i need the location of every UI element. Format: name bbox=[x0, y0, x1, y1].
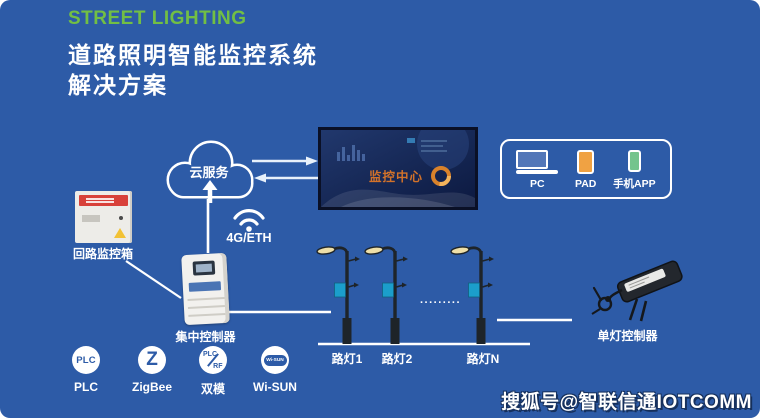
cloud-service: 云服务 bbox=[155, 136, 265, 210]
dual-mode-rf-text: RF bbox=[213, 362, 223, 370]
lamp-sign bbox=[382, 282, 394, 298]
lamp-controller-icon bbox=[591, 260, 683, 322]
title-chinese-line2: 解决方案 bbox=[68, 72, 168, 98]
monitoring-center-label: 监控中心 bbox=[368, 170, 423, 184]
pc-device: PC bbox=[516, 150, 559, 190]
plc-label: PLC bbox=[74, 380, 98, 394]
cloud-icon: 云服务 bbox=[166, 140, 254, 203]
street-lamp-icon bbox=[364, 246, 408, 344]
title-chinese-line1: 道路照明智能监控系统 bbox=[68, 42, 318, 68]
network-type-label: 4G/ETH bbox=[226, 231, 272, 245]
smartphone-icon bbox=[627, 149, 641, 172]
lamp-sign bbox=[468, 282, 480, 298]
single-lamp-controller-device bbox=[588, 244, 696, 328]
single-lamp-controller-label: 单灯控制器 bbox=[597, 329, 658, 343]
centralized-controller-label: 集中控制器 bbox=[175, 330, 236, 344]
cabinet-warning-banner bbox=[79, 195, 128, 206]
phone-device: 手机APP bbox=[613, 149, 656, 191]
dual-mode-plc-text: PLC bbox=[203, 350, 217, 358]
pad-label: PAD bbox=[575, 178, 597, 190]
pad-device: PAD bbox=[575, 150, 596, 190]
cabinet-label: 回路监控箱 bbox=[72, 247, 133, 261]
monitoring-center-screen: 监控中心 bbox=[318, 127, 478, 210]
cabinet-concentrator-line bbox=[125, 260, 182, 299]
dual-mode-label: 双模 bbox=[200, 382, 225, 396]
plc-icon-text: PLC bbox=[76, 354, 96, 366]
watermark: 搜狐号@智联信通IOTCOMM bbox=[501, 392, 752, 413]
cloud-label: 云服务 bbox=[189, 165, 229, 180]
phone-app-label: 手机APP bbox=[613, 177, 656, 190]
protocol-dual-mode: PLC RF 双模 bbox=[181, 346, 245, 397]
wisun-pill: Wi-SUN bbox=[263, 354, 287, 366]
dual-mode-icon: PLC RF bbox=[199, 346, 227, 374]
tablet-icon bbox=[577, 150, 595, 174]
upload-arrow-icon bbox=[202, 180, 218, 203]
lamp2-label: 路灯2 bbox=[381, 352, 413, 366]
plc-icon: PLC bbox=[72, 346, 100, 374]
laptop-icon bbox=[516, 150, 559, 174]
wisun-icon-text: Wi-SUN bbox=[266, 357, 284, 363]
zigbee-icon-text: Z bbox=[146, 348, 158, 370]
street-lamp-icon bbox=[450, 246, 494, 344]
lampN-label: 路灯N bbox=[466, 352, 500, 366]
protocol-zigbee: Z ZigBee bbox=[120, 346, 184, 394]
controller-lcd bbox=[192, 260, 216, 276]
lamp-sign bbox=[334, 282, 346, 298]
protocol-plc: PLC PLC bbox=[54, 346, 118, 394]
wifi-icon bbox=[232, 205, 266, 232]
wisun-label: Wi-SUN bbox=[253, 380, 297, 394]
street-lamp-icon bbox=[316, 246, 360, 344]
control-room-image bbox=[321, 130, 475, 207]
title-english: STREET LIGHTING bbox=[68, 8, 247, 29]
controller-label-band bbox=[188, 281, 222, 292]
warning-triangle-icon bbox=[114, 228, 126, 238]
wisun-icon: Wi-SUN bbox=[261, 346, 289, 374]
street-lamp-1 bbox=[309, 246, 369, 346]
cabinet-nameplate bbox=[82, 215, 100, 222]
client-devices-panel: PC PAD 手机APP bbox=[500, 139, 672, 199]
centralized-controller-device bbox=[181, 252, 230, 326]
loop-monitoring-cabinet bbox=[75, 191, 132, 243]
pc-label: PC bbox=[530, 177, 545, 190]
zigbee-icon: Z bbox=[138, 346, 166, 374]
street-lamp-n bbox=[443, 246, 503, 346]
cabinet-lock-dot bbox=[119, 216, 123, 220]
street-lamp-2 bbox=[357, 246, 417, 346]
zigbee-label: ZigBee bbox=[131, 380, 172, 394]
lamps-ellipsis: ......... bbox=[420, 294, 462, 306]
lamp1-label: 路灯1 bbox=[331, 352, 363, 366]
protocol-wisun: Wi-SUN Wi-SUN bbox=[243, 346, 307, 394]
